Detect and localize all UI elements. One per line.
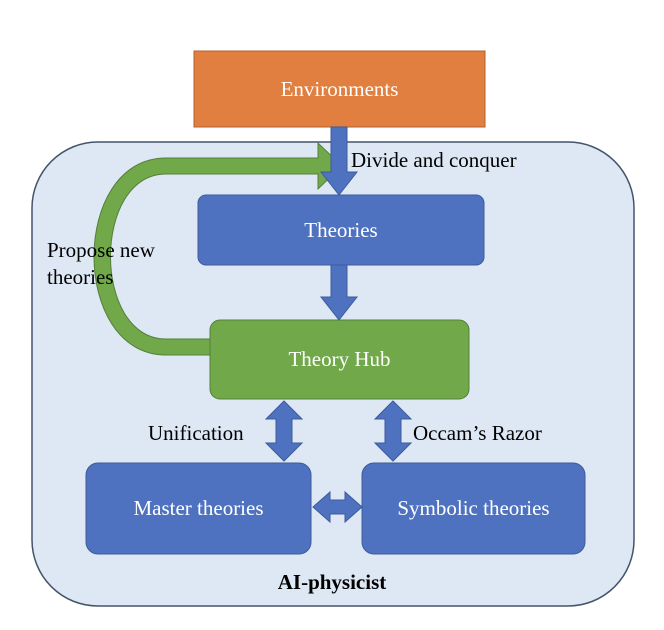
environments-to-theories-arrow <box>319 126 359 196</box>
divide-and-conquer-label: Divide and conquer <box>351 148 517 172</box>
symbolic-theories-box <box>361 462 586 555</box>
master-symbolic-double-arrow <box>312 490 363 524</box>
environments-box <box>193 50 486 128</box>
propose-new-theories-label-line2: theories <box>47 265 114 289</box>
theories-to-hub-arrow <box>319 264 359 321</box>
environments-label: Environments <box>280 76 399 101</box>
unification-label: Unification <box>148 421 244 445</box>
symbolic-theories-label: Symbolic theories <box>397 496 550 520</box>
theories-label: Theories <box>304 217 378 242</box>
ai-physicist-title: AI-physicist <box>277 570 387 594</box>
master-theories-label: Master theories <box>133 496 264 520</box>
occams-razor-double-arrow <box>373 400 413 462</box>
unification-double-arrow <box>264 400 304 462</box>
master-theories-box <box>85 462 312 555</box>
propose-new-theories-label-line1: Propose new <box>47 238 155 262</box>
occams-razor-label: Occam’s Razor <box>413 421 542 445</box>
propose-new-theories-arrow <box>93 141 343 356</box>
theory-hub-label: Theory Hub <box>288 347 391 371</box>
